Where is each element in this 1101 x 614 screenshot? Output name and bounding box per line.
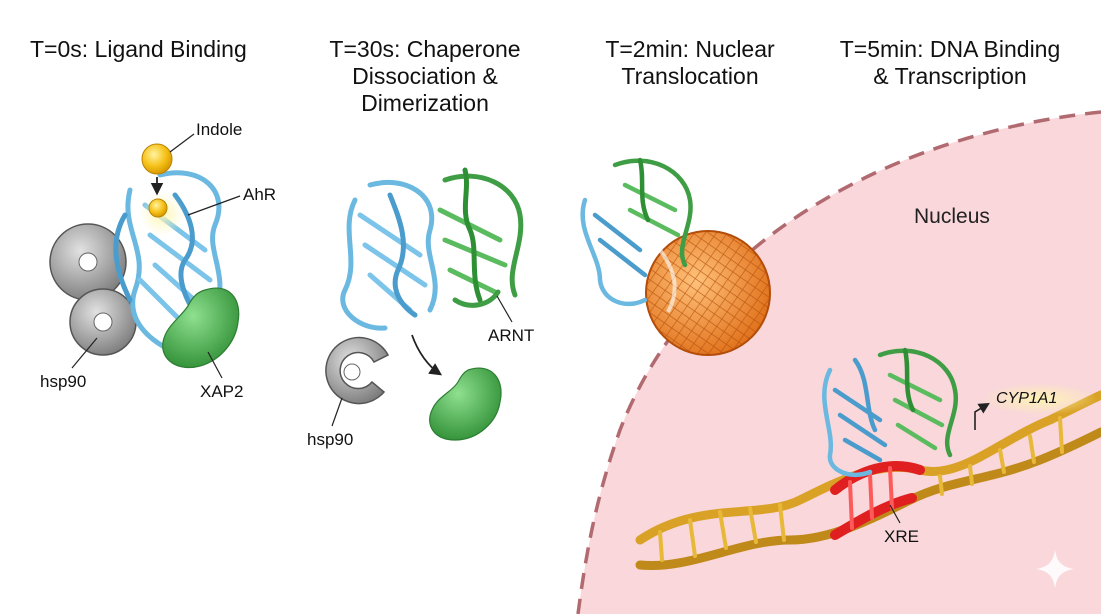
sparkle-icon bbox=[1036, 550, 1074, 588]
transcription-start-arrow bbox=[974, 402, 990, 430]
hsp90-label-1: hsp90 bbox=[40, 372, 87, 391]
stage-title-2-line-2: Dissociation & bbox=[352, 63, 498, 89]
xap2-leader-line bbox=[207, 351, 223, 379]
hsp90-2-leader-line bbox=[331, 397, 343, 427]
bound-ligand-icon bbox=[148, 198, 168, 218]
indole-ligand-icon bbox=[141, 143, 173, 175]
stage-title-3-line-1: T=2min: Nuclear bbox=[605, 36, 775, 62]
nucleus-label: Nucleus bbox=[914, 205, 990, 228]
stage-title-3-line-2: Translocation bbox=[621, 63, 759, 89]
stage1-xap2-blob-icon bbox=[162, 287, 240, 369]
cyp1a1-glow bbox=[982, 383, 1098, 415]
stage2-hsp90-icon bbox=[325, 336, 390, 405]
stage-title-1: T=0s: Ligand Binding bbox=[30, 36, 247, 63]
stage-title-4-line-1: T=5min: DNA Binding bbox=[839, 36, 1061, 62]
stage2-arnt-protein-icon bbox=[437, 167, 524, 308]
dna-helix-icon bbox=[635, 390, 1101, 571]
xre-label: XRE bbox=[884, 527, 919, 546]
indole-leader-line bbox=[169, 133, 195, 153]
xap2-label: XAP2 bbox=[200, 382, 244, 401]
ahr-label: AhR bbox=[243, 185, 277, 204]
stage1-hsp90-bottom-icon bbox=[69, 288, 137, 356]
stage-title-2: T=30s: Chaperone Dissociation & Dimeriza… bbox=[310, 36, 540, 117]
hsp90-leader-line bbox=[71, 337, 98, 369]
stage-title-4-line-2: & Transcription bbox=[873, 63, 1027, 89]
stage1-hsp90-top-icon bbox=[49, 223, 127, 301]
indole-label: Indole bbox=[196, 120, 243, 139]
stage-title-2-line-3: Dimerization bbox=[361, 90, 489, 116]
nuclear-pore-icon bbox=[645, 230, 771, 356]
ahr-leader-line bbox=[187, 195, 241, 216]
arnt-label: ARNT bbox=[488, 326, 535, 345]
stage2-ahr-protein-icon bbox=[340, 179, 438, 331]
nucleus-region bbox=[578, 112, 1101, 614]
dissociation-arrow bbox=[411, 334, 443, 376]
arnt-leader-line bbox=[496, 295, 513, 323]
cyp1a1-label: CYP1A1 bbox=[996, 390, 1058, 407]
stage-title-3: T=2min: Nuclear Translocation bbox=[585, 36, 795, 90]
hsp90-label-2: hsp90 bbox=[307, 430, 354, 449]
stage4-dimer-icon bbox=[822, 347, 959, 478]
stage-title-4: T=5min: DNA Binding & Transcription bbox=[825, 36, 1075, 90]
stage-title-2-line-1: T=30s: Chaperone bbox=[329, 36, 521, 62]
stage3-dimer-icon bbox=[580, 157, 693, 307]
xre-leader-line bbox=[889, 504, 901, 524]
stage-title-1-line-1: T=0s: Ligand Binding bbox=[30, 36, 247, 62]
stage2-xap2-blob-icon bbox=[429, 367, 502, 441]
